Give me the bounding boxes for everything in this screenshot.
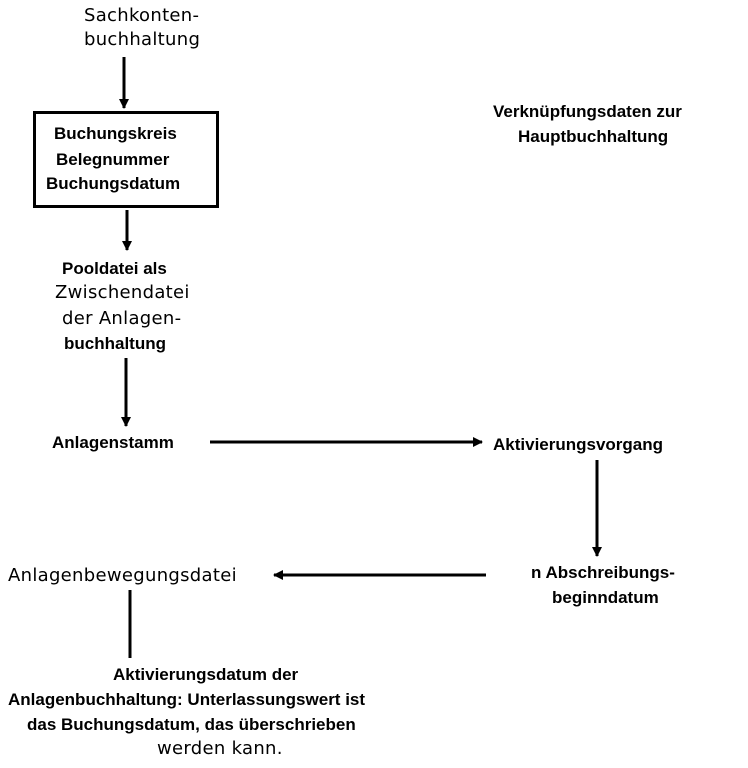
node-aktivierungsvorgang: Aktivierungsvorgang — [493, 435, 664, 454]
node-abschreibung-line2: beginndatum — [552, 588, 659, 607]
node-verknuepfung-line1: Verknüpfungsdaten zur — [493, 102, 682, 121]
node-sachkonten-line2: buchhaltung — [84, 29, 201, 50]
node-anlagenstamm: Anlagenstamm — [52, 433, 174, 452]
node-bewegungsdatei: Anlagenbewegungsdatei — [8, 565, 237, 586]
node-pooldatei-line2: Zwischendatei — [55, 282, 190, 303]
node-verknuepfung-line2: Hauptbuchhaltung — [518, 127, 669, 146]
node-sachkonten-line1: Sachkonten- — [84, 5, 200, 26]
node-aktivierungsdatum-line1: Aktivierungsdatum der — [113, 665, 299, 684]
node-beleg-box — [33, 111, 219, 208]
node-beleg-line3: Buchungsdatum — [46, 174, 181, 193]
node-aktivierungsdatum-line3: das Buchungsdatum, das überschrieben — [27, 715, 356, 734]
node-beleg-line2: Belegnummer — [56, 150, 170, 169]
node-pooldatei-line1: Pooldatei als — [62, 259, 167, 278]
node-aktivierungsdatum-line4: werden kann. — [157, 738, 283, 759]
node-beleg-line1: Buchungskreis — [54, 124, 177, 143]
node-abschreibung-line1: n Abschreibungs- — [531, 563, 675, 582]
node-pooldatei-line4: buchhaltung — [64, 334, 166, 353]
node-pooldatei-line3: der Anlagen- — [62, 308, 182, 329]
node-aktivierungsdatum-line2: Anlagenbuchhaltung: Unterlassungswert is… — [8, 690, 366, 709]
